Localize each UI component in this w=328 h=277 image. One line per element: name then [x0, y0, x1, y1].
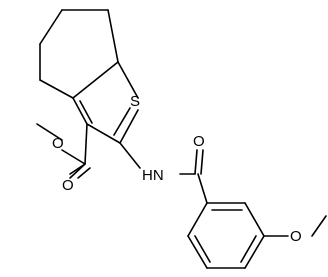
amide-carbonyl-oxygen-label: O — [193, 133, 205, 150]
sulfur-atom-label: S — [130, 93, 140, 110]
amide-linker — [119, 142, 208, 204]
methoxy-oxygen-label: O — [290, 228, 302, 245]
cycloheptane-ring — [39, 9, 119, 99]
nh-atom-label: HN — [142, 167, 164, 184]
methyl-ester-group — [36, 123, 91, 179]
methoxy-group — [263, 215, 327, 237]
thiophene-ring — [72, 61, 139, 144]
benzene-ring — [187, 202, 265, 269]
ester-carbonyl-oxygen-label: O — [62, 177, 74, 194]
ester-ether-oxygen-label: O — [52, 135, 64, 152]
